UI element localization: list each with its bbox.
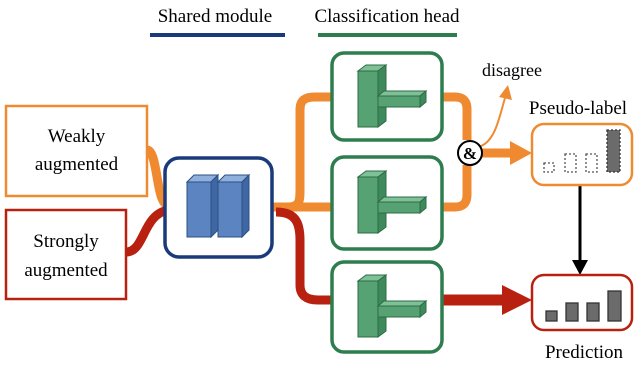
agreement-merge-node: & [457,140,483,166]
classification-head-top [330,51,444,142]
shared-module [163,156,274,259]
dashed-bar-chart-icon [543,129,621,173]
strongly-augmented-input: Strongly augmented [4,208,128,301]
classification-head-bottom [330,260,444,354]
weak-input-line2: augmented [35,154,119,175]
weakly-augmented-input: Weakly augmented [4,104,149,198]
strong-input-line1: Strongly [33,231,99,252]
legend-shared-module-label: Shared module [158,6,273,27]
merge-symbol: & [463,144,477,163]
prediction-label: Prediction [545,342,624,363]
pseudo-label-box [530,122,634,187]
legend-classification-head-label: Classification head [314,6,460,27]
weak-input-line1: Weakly [48,126,106,147]
pseudo-label-title: Pseudo-label [529,98,627,119]
stacked-blocks-icon [185,173,251,239]
bar-chart-icon [545,290,622,322]
flow-paths [125,85,588,315]
strong-input-line2: augmented [24,260,108,281]
disagree-label: disagree [482,60,542,80]
classification-head-middle [330,155,444,251]
prediction-box [530,273,634,332]
